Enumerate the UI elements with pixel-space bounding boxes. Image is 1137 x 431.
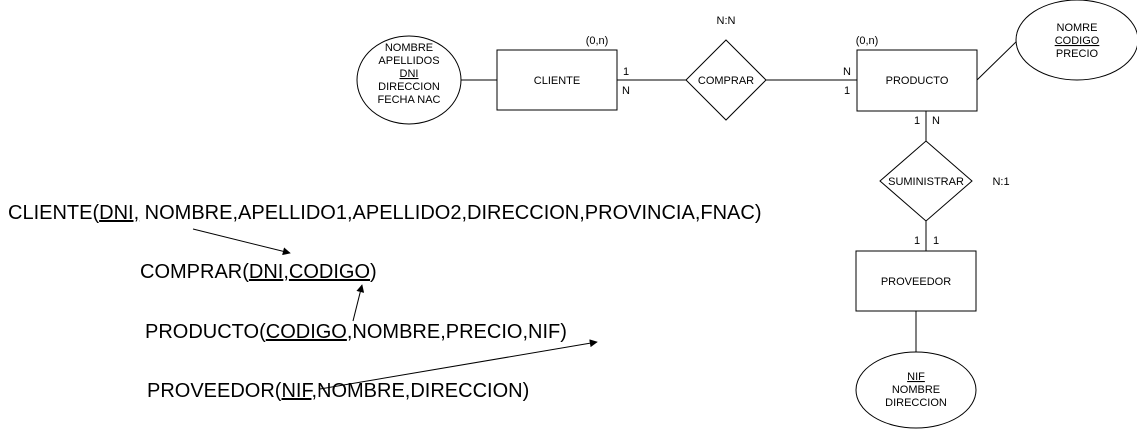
producto-below-left: 1: [914, 115, 920, 127]
suministrar-relationship-label: SUMINISTRAR: [888, 176, 964, 188]
schema-comprar: COMPRAR(DNI,CODIGO): [140, 261, 377, 283]
schema-proveedor: PROVEEDOR(NIF,NOMBRE,DIRECCION): [147, 380, 529, 402]
cliente-attr-apellidos: APELLIDOS: [378, 55, 439, 67]
schema-proveedor-fields: ,NOMBRE,DIRECCION): [311, 380, 529, 402]
producto-entity-box: [856, 49, 978, 112]
cliente-entity-label: CLIENTE: [534, 75, 580, 87]
proveedor-attr-nombre: NOMBRE: [892, 384, 940, 396]
producto-cardinality: (0,n): [856, 35, 879, 47]
producto-attr-nomre: NOMRE: [1057, 22, 1098, 34]
comprar-relationship-diamond: [685, 39, 767, 121]
cliente-side-bottom: N: [622, 85, 630, 97]
suministrar-type-label: N:1: [992, 176, 1009, 188]
proveedor-attr-direccion: DIRECCION: [885, 397, 947, 409]
schema-comprar-name: COMPRAR(: [140, 261, 249, 283]
schema-proveedor-name: PROVEEDOR(: [147, 380, 282, 402]
cliente-attr-direccion: DIRECCION: [378, 81, 440, 93]
suministrar-relationship-diamond: [879, 140, 973, 222]
schema-cliente: CLIENTE(DNI, NOMBRE,APELLIDO1,APELLIDO2,…: [8, 202, 762, 224]
comprar-type-label: N:N: [717, 15, 736, 27]
schema-comprar-close: ): [370, 261, 377, 283]
cliente-side-top: 1: [623, 66, 629, 78]
schema-cliente-name: CLIENTE(: [8, 202, 99, 224]
producto-side-bottom: 1: [844, 85, 850, 97]
fk-arrow-nif: [319, 339, 598, 390]
producto-below-right: N: [932, 115, 940, 127]
cliente-cardinality: (0,n): [586, 35, 609, 47]
fk-arrow-dni: [192, 228, 291, 256]
schema-cliente-key: DNI,: [99, 202, 139, 224]
comprar-relationship-label: COMPRAR: [698, 75, 754, 87]
producto-attributes-ellipse: [1015, 0, 1137, 81]
producto-entity-label: PRODUCTO: [886, 75, 949, 87]
producto-attr-precio: PRECIO: [1056, 48, 1099, 60]
schema-producto-name: PRODUCTO(: [145, 321, 266, 343]
schema-proveedor-key: NIF: [281, 380, 313, 402]
producto-side-top: N: [843, 66, 851, 78]
proveedor-entity-box: [855, 250, 977, 312]
proveedor-attributes-ellipse: [855, 351, 977, 429]
schema-cliente-fields: NOMBRE,APELLIDO1,APELLIDO2,DIRECCION,PRO…: [139, 202, 761, 224]
proveedor-above-right: 1: [933, 235, 939, 247]
proveedor-above-left: 1: [914, 235, 920, 247]
schema-comprar-key2: CODIGO: [289, 261, 370, 283]
schema-producto-key: CODIGO: [266, 321, 347, 343]
schema-comprar-key1: DNI: [249, 261, 283, 283]
producto-attr-codigo: CODIGO: [1055, 35, 1100, 47]
cliente-attr-dni: DNI: [400, 68, 419, 80]
proveedor-attr-nif: NIF: [907, 371, 925, 383]
cliente-entity-box: [496, 49, 618, 111]
schema-comprar-sep: ,: [283, 261, 289, 283]
schema-producto: PRODUCTO(CODIGO,NOMBRE,PRECIO,NIF): [145, 321, 567, 343]
cliente-attr-fecha-nac: FECHA NAC: [378, 94, 441, 106]
proveedor-entity-label: PROVEEDOR: [881, 276, 951, 288]
fk-arrow-codigo: [352, 284, 365, 322]
producto-attr-link: [976, 39, 1019, 81]
schema-producto-fields: ,NOMBRE,PRECIO,NIF): [347, 321, 567, 343]
cliente-attr-nombre: NOMBRE: [385, 42, 433, 54]
cliente-attributes-ellipse: [356, 35, 462, 125]
